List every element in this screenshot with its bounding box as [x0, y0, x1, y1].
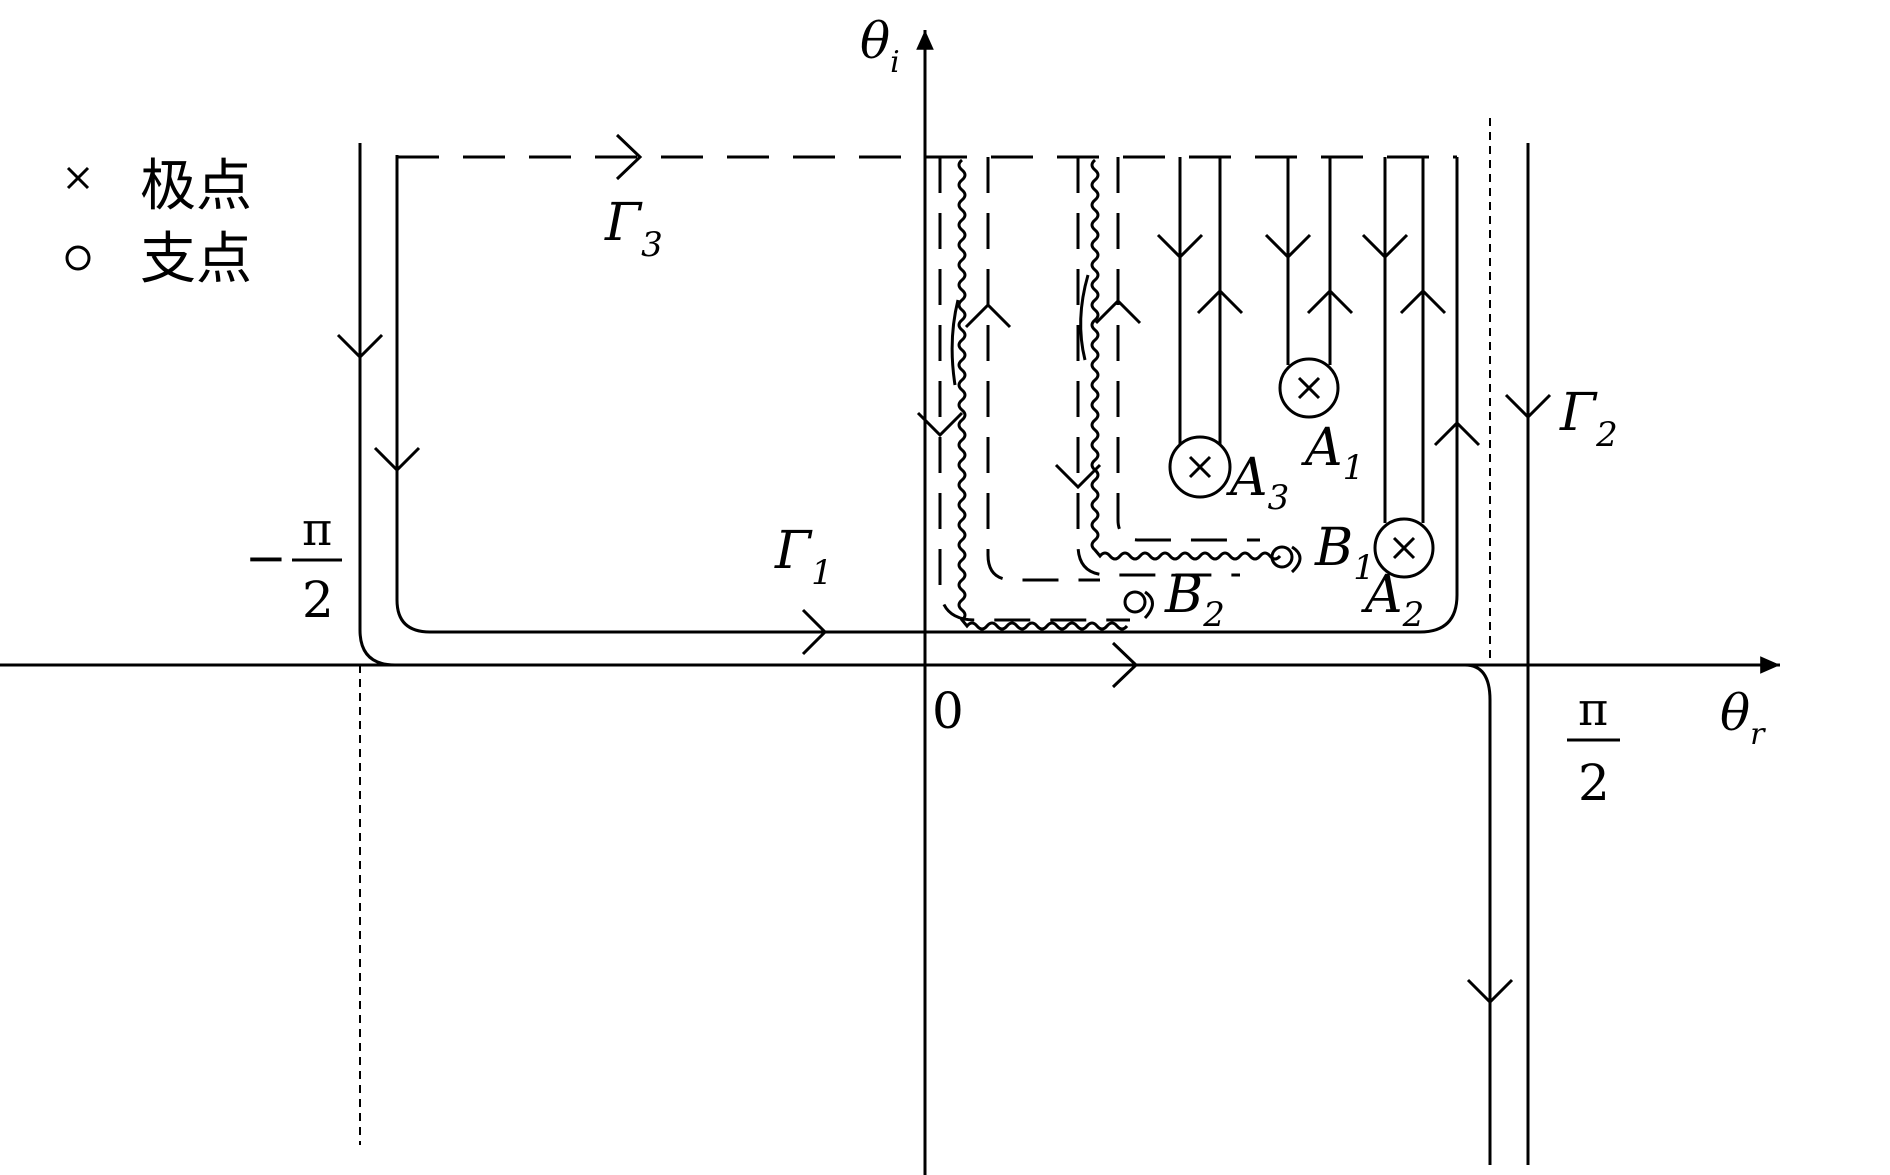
- pole-a1-keyhole: [1264, 157, 1354, 419]
- branch-b2-label: B2: [1164, 565, 1225, 635]
- tick-right-denominator: 2: [1578, 754, 1610, 812]
- legend-pole-label: 极点: [140, 154, 252, 219]
- pole-a3-keyhole: [1156, 157, 1244, 499]
- gamma1-label: Γ1: [774, 521, 833, 593]
- legend-pole-icon: [66, 166, 90, 190]
- vertical-axis-label: θi: [860, 12, 900, 80]
- pole-a2-keyhole: [1361, 157, 1447, 579]
- tick-left-denominator: 2: [302, 571, 334, 629]
- tick-pi-over-2: π 2: [1567, 682, 1620, 812]
- tick-left-numerator: π: [302, 502, 332, 556]
- branch-b1-label: B1: [1314, 518, 1375, 588]
- gamma1-contour-path: [395, 155, 1459, 634]
- gamma2-label: Γ2: [1559, 383, 1618, 455]
- branch-cut-b1: [1054, 157, 1302, 577]
- direction-arrows: [336, 133, 1552, 1005]
- pole-a2-cross: [1392, 536, 1416, 560]
- tick-left-minus: −: [245, 529, 287, 587]
- legend-branch-label: 支点: [140, 227, 252, 292]
- legend-branch-icon: [65, 245, 91, 271]
- pole-a3-cross: [1188, 455, 1212, 479]
- gamma3-label: Γ3: [604, 193, 663, 265]
- horizontal-axis-label: θr: [1720, 684, 1766, 752]
- tick-right-numerator: π: [1578, 682, 1608, 736]
- pole-a3-label: A3: [1226, 448, 1289, 518]
- pole-a1-label: A1: [1301, 418, 1364, 488]
- tick-minus-pi-over-2: − π 2: [245, 502, 342, 629]
- branch-cut-b2: [916, 157, 1154, 631]
- legend: 极点 支点: [65, 154, 252, 292]
- pole-a1-cross: [1297, 376, 1321, 400]
- origin-label: 0: [932, 682, 964, 740]
- outer-contour-path: [358, 143, 1492, 1165]
- pole-a2-label: A2: [1361, 565, 1424, 635]
